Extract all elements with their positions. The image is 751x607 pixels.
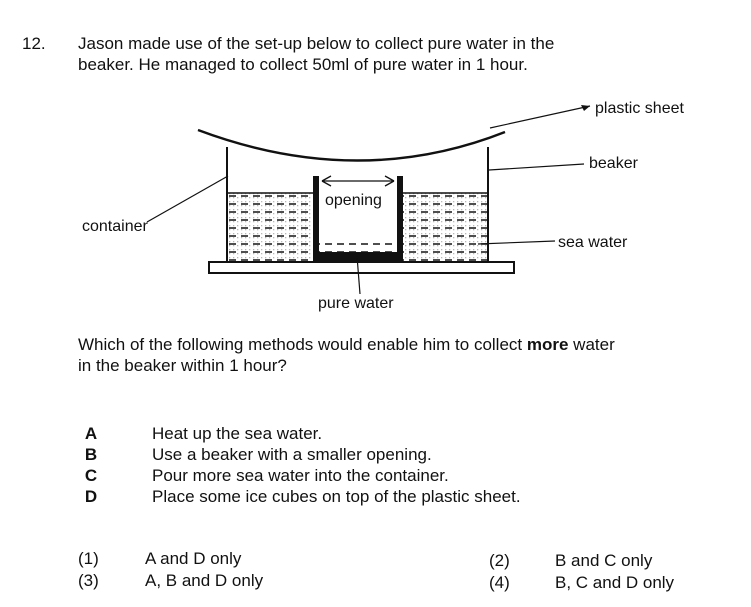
choice-text-c: Pour more sea water into the container. [152, 466, 449, 485]
beaker-left-wall [313, 176, 319, 262]
prompt-line-1-before: Which of the following methods would ena… [78, 335, 527, 354]
choice-text-b: Use a beaker with a smaller opening. [152, 445, 432, 464]
base-stand [208, 261, 515, 274]
label-sea-water: sea water [558, 234, 628, 251]
choice-letters: A B C D [84, 423, 98, 507]
answer-2-text: B and C only [555, 551, 653, 570]
label-plastic-sheet: plastic sheet [595, 100, 684, 117]
prompt-emphasis: more [526, 335, 569, 354]
pure-water-in-beaker [319, 252, 397, 261]
answer-1-text: A and D only [145, 549, 242, 568]
question-stem: Jason made use of the set-up below to co… [78, 33, 554, 75]
question-prompt: Which of the following methods would ena… [78, 334, 615, 376]
choice-letter-c: C [84, 466, 98, 485]
answer-2-number: (2) [489, 551, 510, 570]
beaker-right-wall [397, 176, 403, 262]
answer-1-number: (1) [78, 549, 99, 568]
label-opening: opening [325, 192, 382, 209]
prompt-line-1-after: water [568, 335, 615, 354]
answer-4-number: (4) [489, 573, 510, 592]
sea-water-under-beaker [318, 242, 398, 252]
choice-texts: Heat up the sea water. Use a beaker with… [152, 423, 521, 507]
stem-line-1: Jason made use of the set-up below to co… [78, 34, 555, 53]
plastic-sheet [197, 128, 506, 162]
answer-3-number: (3) [78, 571, 99, 590]
prompt-line-2: in the beaker within 1 hour? [78, 356, 287, 375]
distillation-setup-diagram: opening plastic sheet beaker container s… [82, 100, 684, 312]
choice-letter-a: A [84, 424, 98, 443]
answer-3-text: A, B and D only [145, 571, 264, 590]
choice-text-d: Place some ice cubes on top of the plast… [152, 487, 521, 506]
choice-letter-d: D [84, 487, 98, 506]
stem-line-2: beaker. He managed to collect 50ml of pu… [78, 55, 528, 74]
choice-text-a: Heat up the sea water. [152, 424, 323, 443]
label-beaker: beaker [589, 155, 639, 172]
choice-letter-b: B [84, 445, 98, 464]
answer-4-text: B, C and D only [555, 573, 675, 592]
label-container: container [82, 218, 148, 235]
label-pure-water: pure water [318, 295, 394, 312]
question-number: 12. [22, 34, 46, 53]
prompt-line-1: Which of the following methods would ena… [78, 334, 615, 355]
